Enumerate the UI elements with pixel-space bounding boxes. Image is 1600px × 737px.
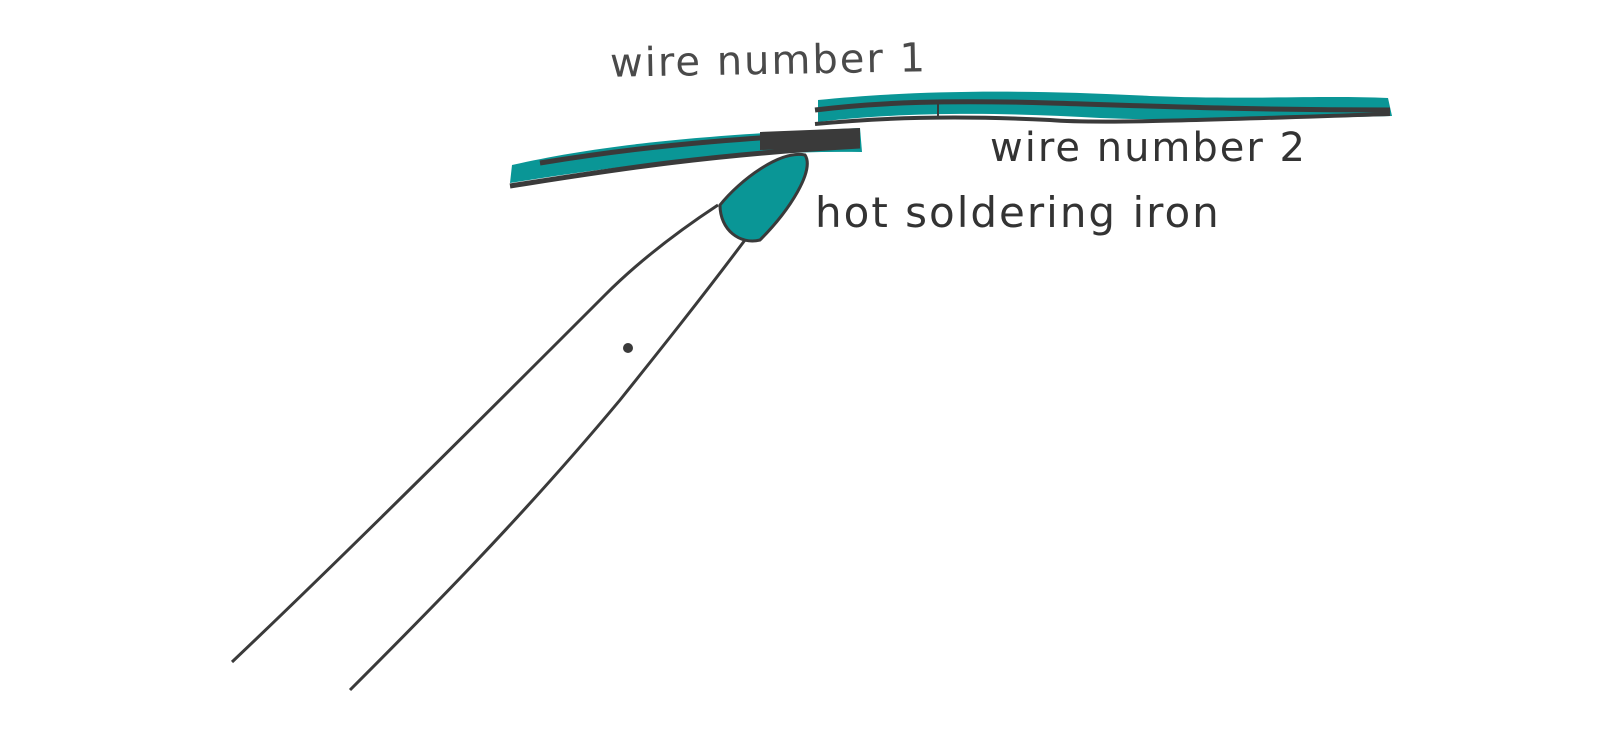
solder-joint	[760, 128, 860, 150]
iron-body-right	[348, 239, 747, 692]
wire-2-conductor-bottom	[814, 112, 1391, 126]
soldering-iron	[230, 152, 809, 692]
label-wire-number-2: wire number 2	[990, 125, 1307, 171]
iron-mark	[623, 343, 633, 353]
iron-body-left	[230, 203, 719, 664]
wire-2-conductor-top	[814, 99, 1391, 113]
wire-number-1	[509, 128, 862, 189]
iron-tip-heated	[718, 152, 809, 243]
wire-number-2	[814, 91, 1392, 126]
label-hot-soldering-iron: hot soldering iron	[815, 188, 1221, 237]
label-wire-number-1: wire number 1	[609, 35, 928, 87]
wire-1-conductor-bottom	[509, 143, 861, 189]
